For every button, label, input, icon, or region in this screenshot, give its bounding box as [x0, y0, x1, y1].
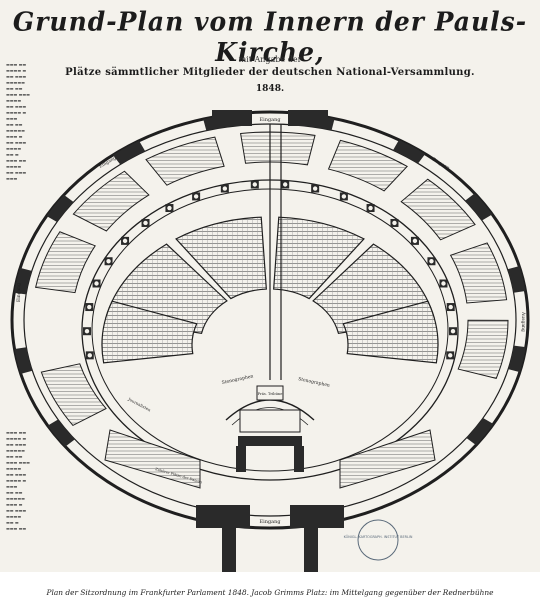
- library-stamp: [357, 519, 399, 561]
- pillar-block: [47, 419, 75, 447]
- post-marker: [429, 259, 434, 264]
- label-entrance-top: Eingang: [259, 117, 281, 123]
- seating-sector-lower: [101, 300, 198, 364]
- seating-plan: Eingang Eingang Eingang Ausgang Eingang …: [10, 110, 530, 572]
- post-marker: [392, 220, 397, 226]
- label-entrance-bottom: Eingang: [259, 519, 281, 525]
- speaker-desk: [239, 409, 301, 433]
- post-marker: [448, 353, 453, 358]
- outer-seat-box: [327, 139, 408, 192]
- pillar-block: [14, 347, 33, 374]
- post-marker: [282, 182, 288, 187]
- post-marker: [143, 220, 148, 226]
- legend-list-bottom: ▬▬▬ ▬▬▬▬▬▬ ▬▬▬ ▬▬▬▬▬▬▬▬▬▬ ▬▬▬▬▬ ▬▬▬▬▬▬▬▬…: [6, 430, 30, 531]
- entrance-bottom-right: [290, 505, 344, 572]
- post-markers: [83, 180, 457, 360]
- plan-year: 1848.: [255, 84, 285, 94]
- pillar-block: [112, 140, 146, 165]
- outer-seat-box: [145, 136, 225, 186]
- outer-seat-box: [449, 242, 508, 304]
- post-marker: [87, 353, 92, 358]
- pillar-block: [466, 418, 494, 446]
- outer-seat-box: [72, 170, 150, 232]
- post-marker: [106, 259, 111, 264]
- post-marker: [87, 304, 92, 310]
- post-marker: [368, 205, 373, 211]
- post-marker: [412, 238, 418, 244]
- plan-subtitle-small: mit Angabe der: [238, 55, 302, 64]
- post-marker: [122, 238, 128, 244]
- plan-subtitle: Plätze sämmtlicher Mitglieder der deutsc…: [65, 67, 475, 78]
- legend-list-top: ▬▬▬ ▬▬▬▬▬▬ ▬▬▬ ▬▬▬▬▬▬▬▬▬▬ ▬▬▬▬▬ ▬▬▬▬▬▬▬▬…: [6, 62, 30, 181]
- outer-seat-box: [35, 231, 96, 294]
- gallery-box-right: [339, 429, 436, 489]
- pillar-block: [507, 266, 526, 293]
- figure-caption: Plan der Sitzordnung im Frankfurter Parl…: [46, 588, 494, 597]
- post-marker: [222, 186, 228, 191]
- pillar-block: [393, 139, 426, 164]
- post-marker: [441, 281, 446, 286]
- post-marker: [84, 329, 90, 334]
- entrance-bottom-left: [196, 505, 250, 572]
- post-marker: [252, 182, 258, 187]
- entrance-top-right-block: [288, 110, 328, 126]
- post-marker: [448, 304, 453, 310]
- seating-sectors: [101, 216, 439, 364]
- outer-seat-box: [40, 363, 107, 427]
- seating-sector-lower: [342, 300, 439, 364]
- outer-seat-box: [240, 131, 316, 166]
- post-marker: [193, 194, 199, 199]
- label-entrance-right: Ausgang: [520, 311, 526, 332]
- rostrum-leg-left: [236, 446, 246, 472]
- pillar-blocks: [14, 113, 526, 447]
- pillar-block: [508, 345, 526, 373]
- pillar-block: [46, 194, 74, 222]
- gallery-box-left: [104, 429, 201, 489]
- outer-seat-box: [457, 319, 509, 379]
- label-entrance-left: Eingang: [16, 283, 22, 302]
- label-president: Präs. Tribüne: [258, 392, 283, 396]
- entrance-top-left-block: [212, 110, 252, 126]
- post-marker: [312, 186, 318, 191]
- post-marker: [94, 281, 99, 286]
- plan-title: Grund-Plan vom Innern der Pauls-Kirche,: [12, 6, 528, 68]
- seating-sector: [175, 216, 267, 300]
- post-marker: [341, 194, 347, 199]
- president-platform: [256, 385, 284, 401]
- rostrum-base: [238, 436, 302, 446]
- rostrum-leg-right: [294, 446, 304, 472]
- pillar-block: [465, 193, 493, 221]
- outer-seat-box: [400, 178, 476, 241]
- pillar-block: [14, 267, 32, 295]
- post-marker: [167, 205, 172, 211]
- seating-sector: [273, 216, 365, 300]
- library-stamp-text: KÖNIGL. KARTOGRAPH. INSTITUT BERLIN: [344, 534, 413, 539]
- post-marker: [450, 329, 456, 334]
- outer-ring-boxes: [35, 131, 509, 427]
